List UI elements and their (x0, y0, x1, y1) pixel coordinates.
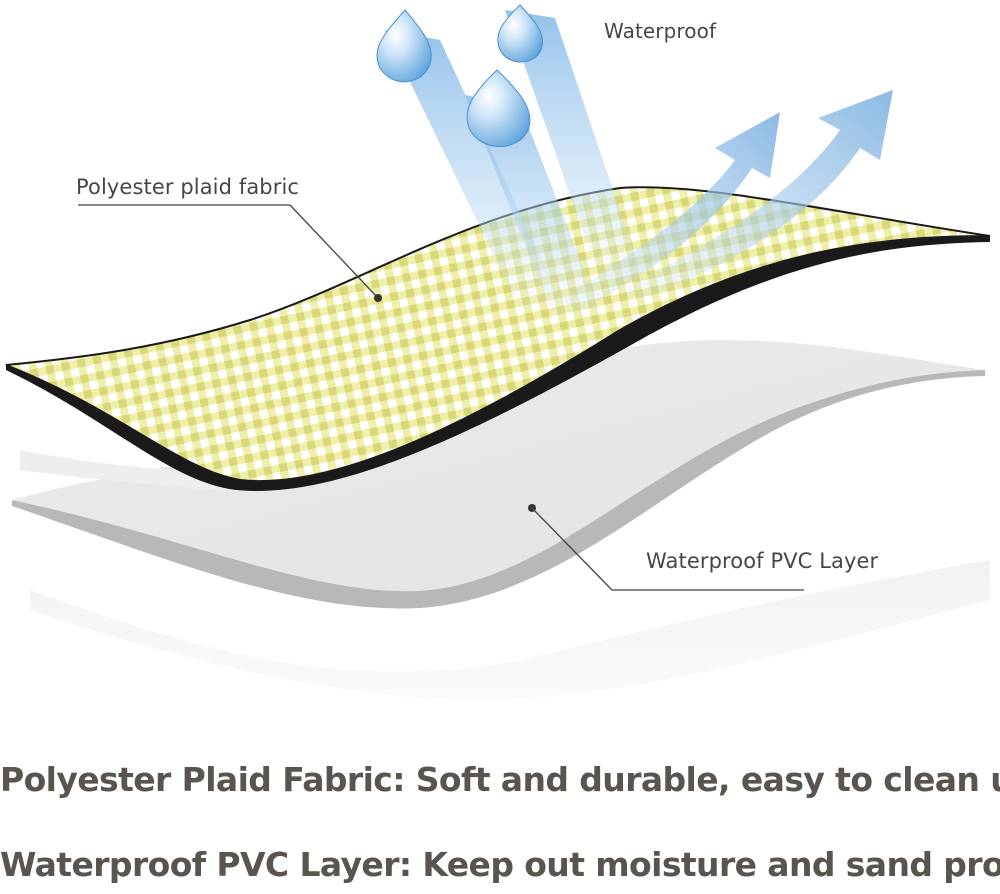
caption-pvc: Waterproof PVC Layer: Keep out moisture … (0, 845, 1000, 884)
water-drop-icon-2 (497, 4, 543, 63)
pvc-shadow (30, 560, 990, 700)
pvc-label: Waterproof PVC Layer (646, 549, 879, 573)
up-arrow-2 (620, 90, 893, 300)
up-arrow-1 (560, 112, 780, 310)
water-drop-icon-1 (376, 9, 432, 83)
pvc-layer-surface (12, 340, 985, 592)
water-arrow-2 (505, 10, 640, 280)
caption-polyester: Polyester Plaid Fabric: Soft and durable… (0, 760, 1000, 799)
water-arrow-group (376, 4, 640, 318)
water-arrow-1 (385, 30, 560, 310)
water-arrow-3 (465, 95, 600, 318)
layer-diagram (5, 4, 991, 700)
polyester-plaid-fabric (5, 186, 991, 482)
pvc-callout-leader (528, 504, 804, 591)
breathable-arrow-group (560, 90, 893, 310)
polyester-callout-leader (78, 204, 382, 302)
waterproof-label: Waterproof (604, 19, 717, 43)
fabric-shadow (20, 450, 260, 492)
water-drop-icon-3 (466, 69, 531, 147)
polyester-label: Polyester plaid fabric (76, 175, 300, 199)
